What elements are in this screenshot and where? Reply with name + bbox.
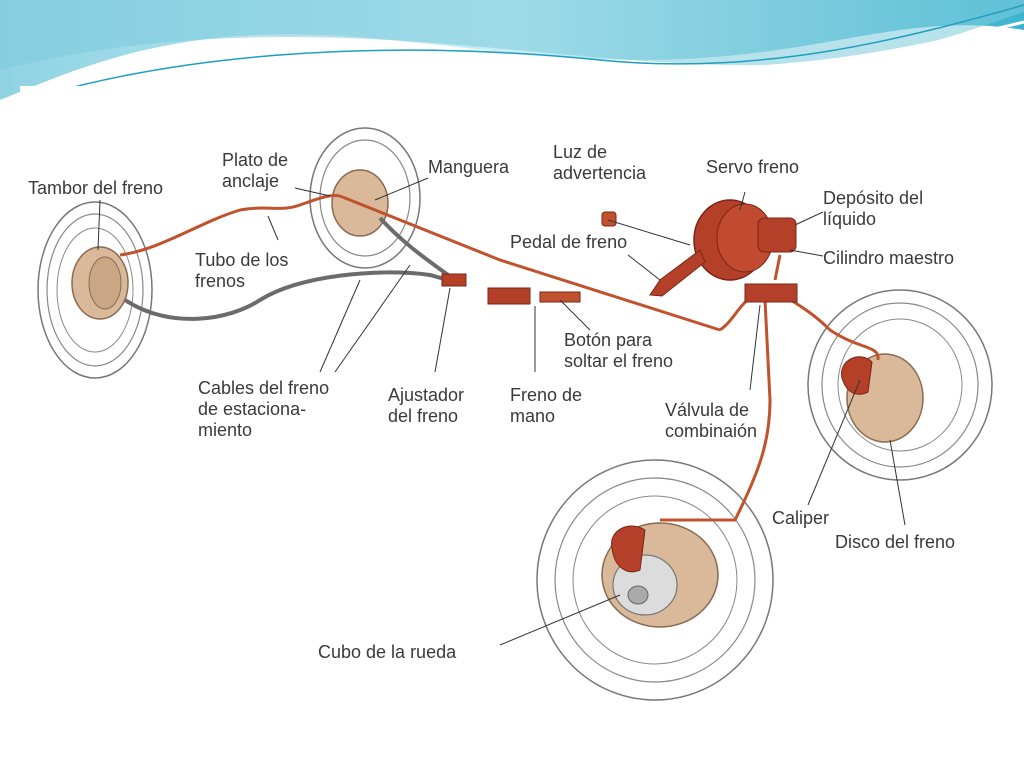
label-cables-freno-estacionamiento: Cables del freno de estaciona- miento [198, 378, 330, 440]
slide-header-wave [0, 0, 1024, 110]
label-plato-de-anclaje: Plato de anclaje [222, 150, 289, 191]
label-cubo-de-la-rueda: Cubo de la rueda [318, 642, 457, 662]
parking-brake-cable [123, 270, 456, 321]
rear-left-wheel [37, 201, 153, 379]
label-tubo-de-los-frenos: Tubo de los frenos [195, 250, 289, 291]
label-servo-freno: Servo freno [706, 157, 800, 177]
brake-system-diagram [37, 127, 993, 701]
label-boton-soltar-freno: Botón para soltar el freno [564, 330, 674, 371]
front-left-wheel [536, 459, 774, 701]
label-pedal-de-freno: Pedal de freno [510, 232, 628, 252]
diagram-panel [20, 86, 1008, 726]
label-cilindro-maestro: Cilindro maestro [823, 248, 955, 268]
brake-pedal [649, 249, 706, 297]
front-right-wheel [807, 289, 993, 481]
label-caliper: Caliper [772, 508, 830, 528]
label-deposito-del-liquido: Depósito del líquido [823, 188, 924, 229]
label-disco-del-freno: Disco del freno [835, 532, 956, 552]
label-manguera: Manguera [428, 157, 510, 177]
hand-brake [487, 287, 531, 305]
warning-light [601, 211, 617, 227]
combination-valve [744, 283, 798, 303]
label-tambor-del-freno: Tambor del freno [28, 178, 164, 198]
label-freno-de-mano: Freno de mano [510, 385, 583, 426]
leader-lines [97, 177, 906, 646]
label-luz-de-advertencia: Luz de advertencia [553, 142, 647, 183]
parking-brake-adjuster [441, 273, 467, 287]
brake-servo [693, 199, 797, 281]
label-ajustador-del-freno: Ajustador del freno [388, 385, 465, 426]
label-valvula-de-combinacion: Válvula de combinaión [665, 400, 758, 441]
